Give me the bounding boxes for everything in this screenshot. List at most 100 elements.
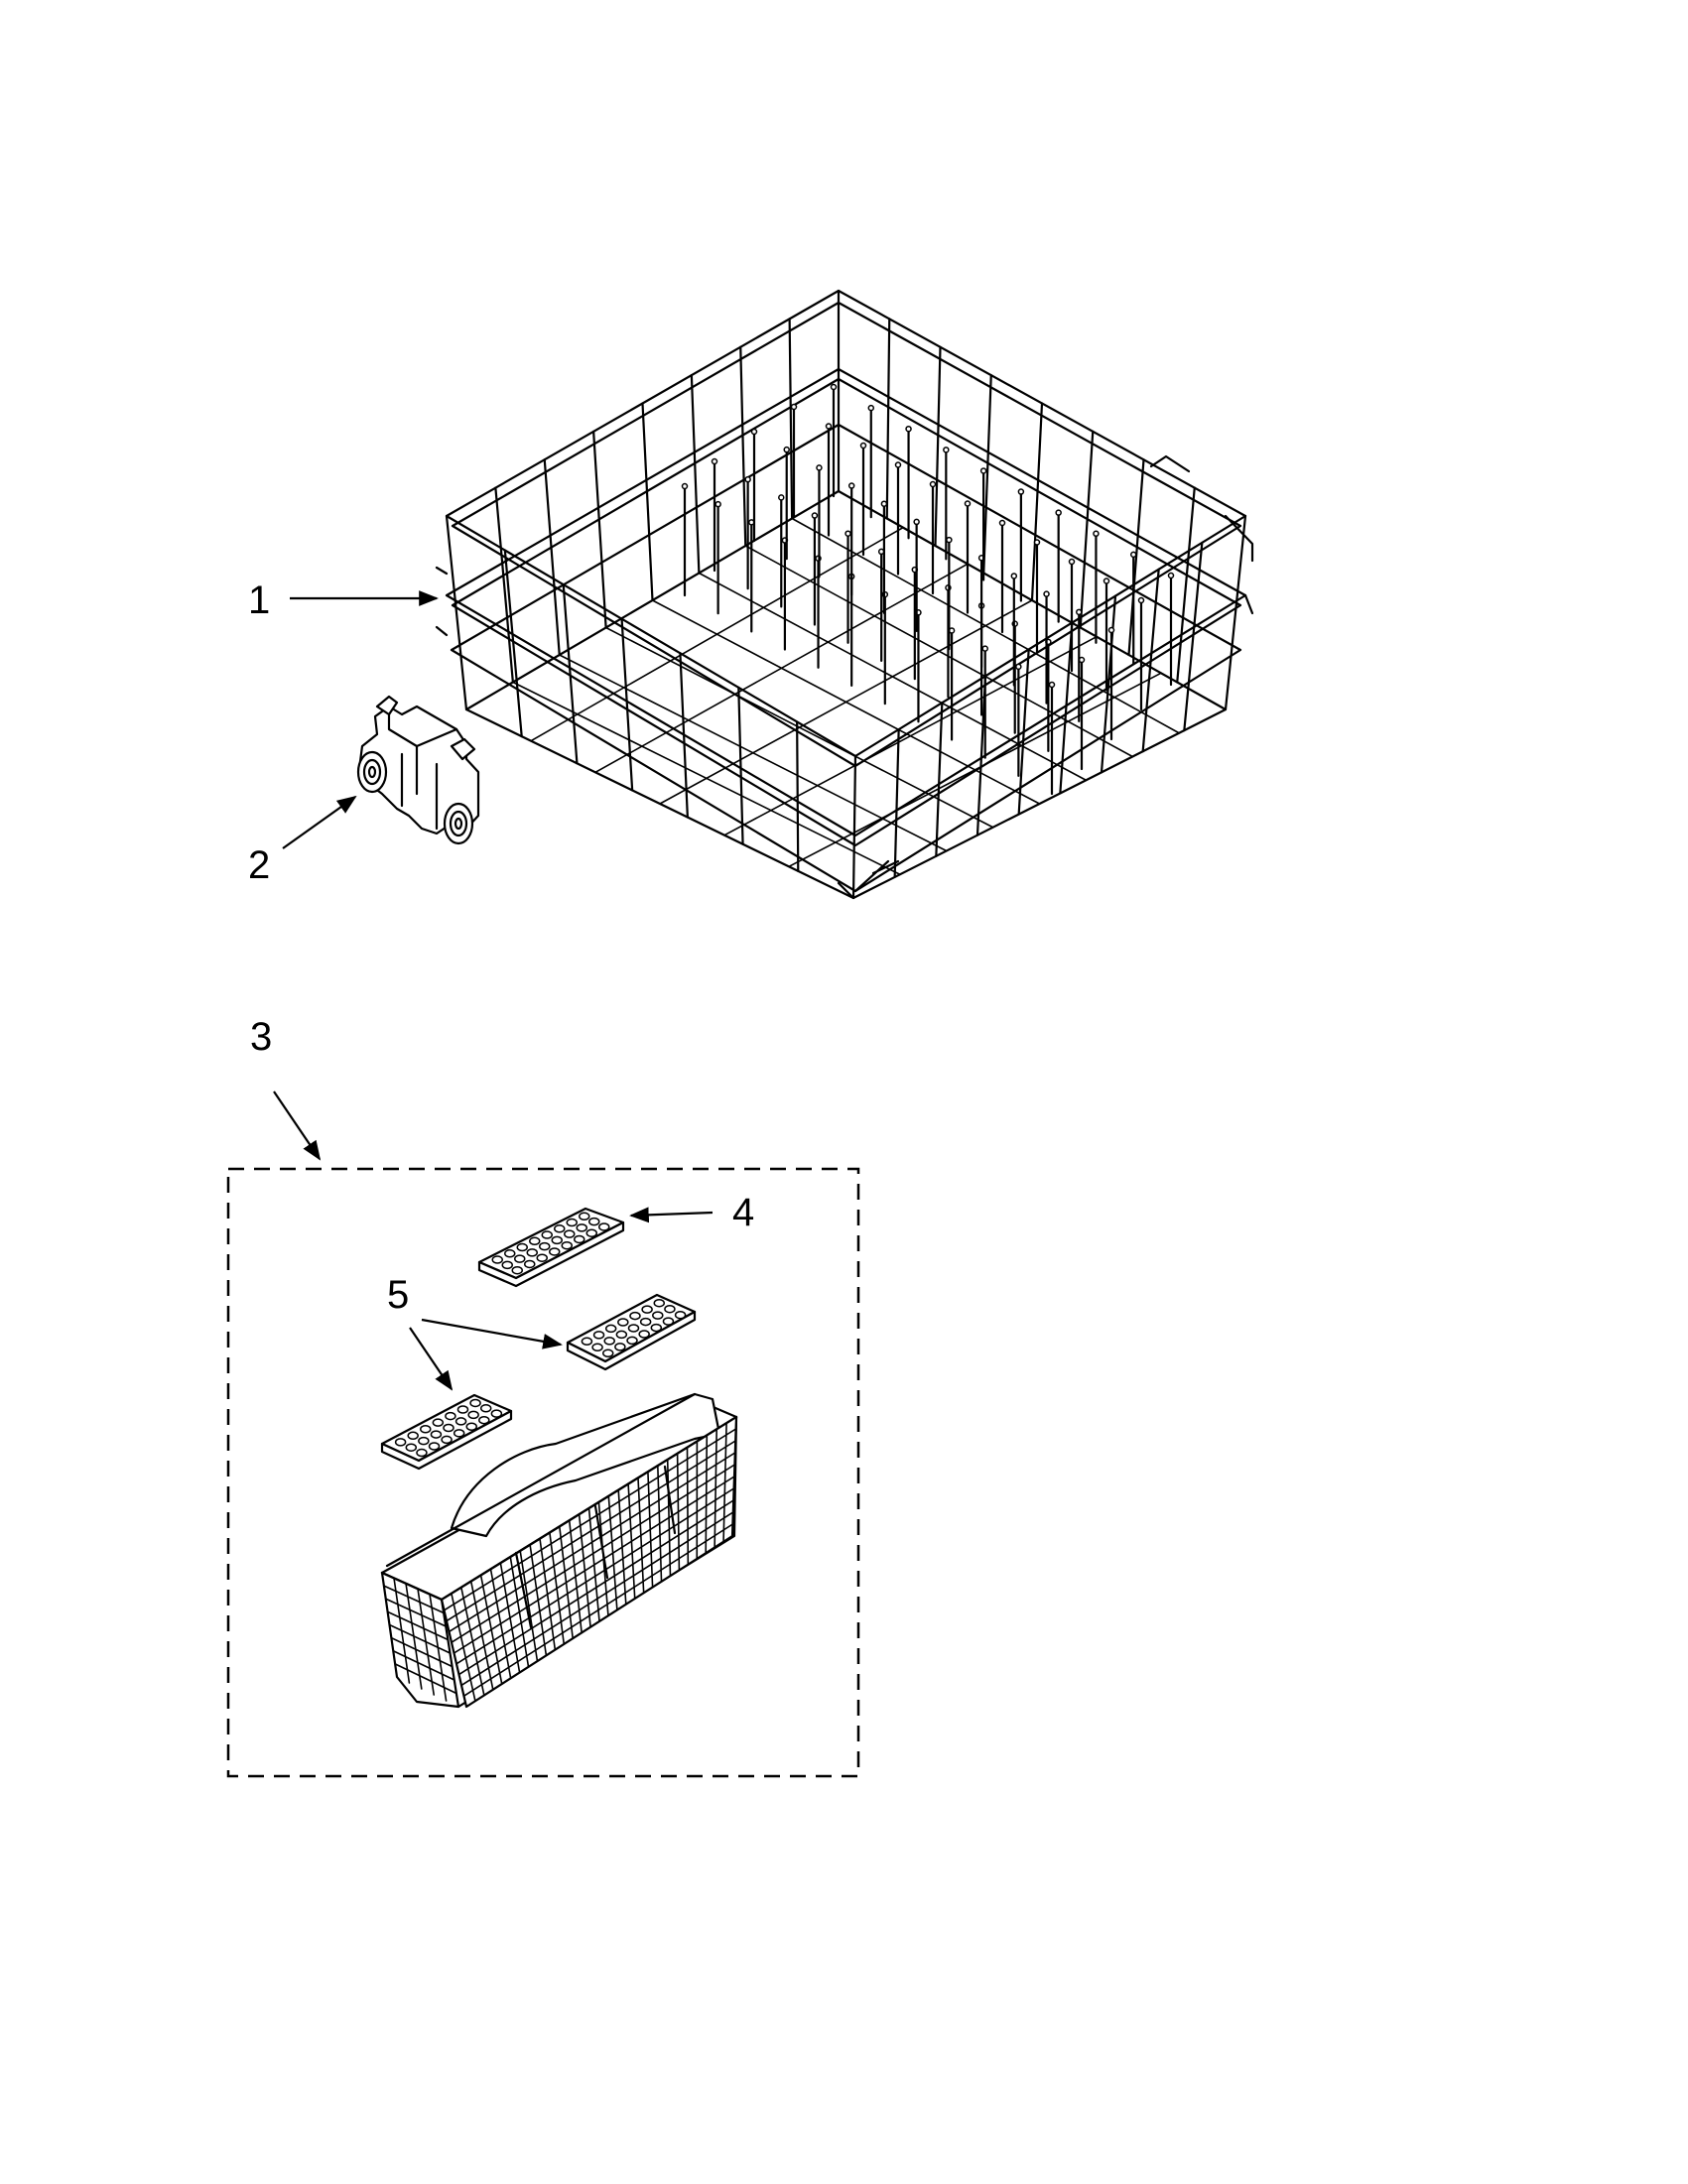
wire-segment [394, 1663, 457, 1695]
cover-hole [467, 1410, 479, 1420]
cover-hole [603, 1337, 615, 1346]
cover-hole [627, 1324, 640, 1333]
tine-tip [790, 403, 798, 411]
tine-tip [905, 425, 912, 433]
wire-segment [982, 374, 992, 575]
rack-roller-part-2[interactable] [356, 695, 480, 845]
tine-tip [913, 518, 920, 526]
cover-hole [549, 1247, 561, 1256]
basket-cover-part-5-left[interactable] [380, 1393, 513, 1471]
tine-tip [1055, 509, 1062, 516]
cover-hole [598, 1222, 610, 1231]
wire-segment [457, 1499, 735, 1676]
cover-hole [529, 1236, 541, 1246]
wire-segment [885, 318, 891, 520]
basket-cover-part-5-right[interactable] [566, 1293, 697, 1371]
cover-hole [639, 1317, 652, 1327]
cover-hole [394, 1438, 407, 1447]
tine-tip [1137, 596, 1145, 604]
callout-5-label: 5 [387, 1273, 409, 1317]
cover-hole [566, 1218, 578, 1227]
callout-3-label: 3 [250, 1015, 272, 1059]
wire-segment [690, 374, 701, 575]
wire-segment [737, 686, 744, 845]
cover-hole [514, 1254, 526, 1263]
silverware-basket[interactable] [380, 1392, 738, 1709]
wire-segment [592, 430, 607, 629]
cover-hole [536, 1253, 548, 1262]
cover-hole [662, 1317, 675, 1326]
cover-hole [576, 1223, 587, 1232]
cover-hole [626, 1336, 638, 1346]
wire-segment [383, 1585, 445, 1614]
cover-hole [614, 1343, 626, 1351]
cover-hole [615, 1330, 628, 1340]
cover-hole [416, 1448, 428, 1458]
tine-tip [847, 482, 855, 489]
callout-4: 4 [629, 1191, 754, 1234]
cover-hole [490, 1409, 503, 1418]
cover-hole [604, 1324, 617, 1334]
cover-hole [428, 1442, 441, 1451]
cover-hole [588, 1217, 600, 1226]
basket-cover-part-4[interactable] [477, 1207, 625, 1288]
wire-segment [788, 672, 1162, 868]
tine-tip [811, 512, 819, 519]
wire-segment [1127, 458, 1145, 657]
wire-segment [503, 549, 523, 738]
tine-tip [943, 447, 950, 453]
cover-hole [456, 1405, 469, 1414]
wire-segment [392, 1649, 455, 1681]
wire-segment [659, 599, 1033, 805]
wire-segment [1183, 541, 1204, 732]
cover-hole [516, 1242, 528, 1252]
callout-4-label: 4 [732, 1191, 754, 1234]
callout-1: 1 [248, 578, 439, 622]
wire-segment [788, 318, 794, 520]
cover-hole [638, 1330, 650, 1339]
tine-tip [681, 482, 689, 490]
wire-segment [620, 617, 634, 792]
wire-segment [723, 635, 1098, 836]
dish-rack-part-1[interactable] [435, 289, 1254, 900]
cover-hole [430, 1430, 443, 1439]
wire-segment [594, 563, 969, 774]
callout-5: 5 [387, 1273, 563, 1391]
cover-hole [641, 1305, 653, 1314]
cover-hole [564, 1229, 576, 1238]
tine-tip [744, 475, 751, 483]
cover-hole [491, 1255, 503, 1264]
tine-tip [816, 464, 823, 471]
callout-3: 3 [250, 1015, 322, 1161]
wire-segment [388, 1623, 452, 1654]
cover-hole [432, 1418, 445, 1427]
cover-hole [574, 1234, 585, 1244]
cover-hole [441, 1435, 453, 1445]
wire-segment [462, 1523, 734, 1697]
tine-tip [1017, 488, 1025, 495]
tine-tip [1043, 590, 1050, 597]
tine-tip [783, 446, 790, 453]
tine-tip [964, 500, 972, 507]
wire-segment [1100, 594, 1117, 774]
wire-segment [384, 1598, 448, 1627]
wire-segment [448, 1452, 736, 1633]
cover-hole [652, 1311, 664, 1320]
tine-tip [830, 383, 838, 391]
wire-segment [641, 402, 654, 602]
cover-hole [581, 1337, 593, 1347]
tine-tip [1076, 608, 1083, 616]
wire-segment [1141, 568, 1160, 753]
cover-hole [443, 1423, 454, 1433]
tine-tip [981, 645, 988, 652]
cover-hole [469, 1398, 481, 1408]
wire-segment [455, 1487, 735, 1665]
wire-segment [443, 1428, 737, 1611]
cover-hole [601, 1349, 614, 1358]
cover-hole [405, 1443, 418, 1452]
cover-hole [674, 1310, 687, 1320]
cover-hole [592, 1331, 605, 1340]
cover-hole [629, 1311, 641, 1321]
wire-segment [1079, 430, 1095, 629]
tine-tip [946, 536, 953, 544]
